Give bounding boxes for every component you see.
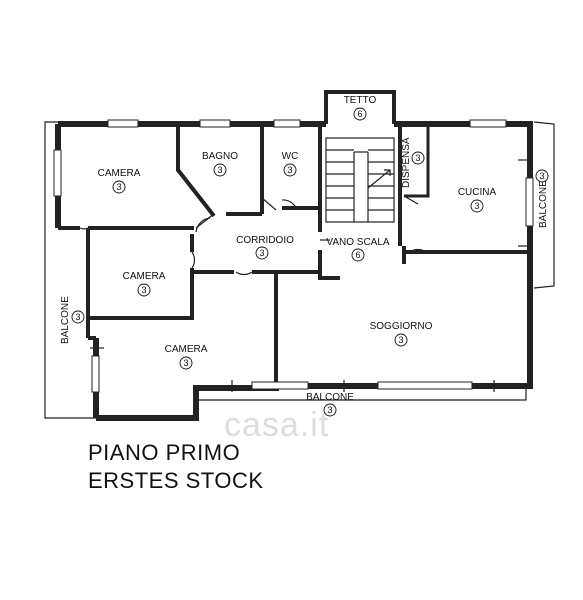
floor-title-italian: PIANO PRIMO: [88, 440, 241, 465]
label-camera-3: CAMERA: [165, 344, 208, 355]
svg-text:3: 3: [398, 335, 403, 345]
label-dispensa: DISPENSA: [401, 137, 412, 188]
label-balcone-south: BALCONE: [306, 392, 354, 403]
interior-walls: [58, 124, 530, 386]
tetto-box: [324, 90, 396, 124]
svg-text:6: 6: [355, 250, 360, 260]
staircase: [325, 137, 395, 223]
svg-text:3: 3: [327, 405, 332, 415]
svg-text:3: 3: [539, 171, 544, 181]
svg-text:3: 3: [259, 248, 264, 258]
label-balcone-west: BALCONE: [60, 296, 71, 344]
label-wc: WC: [282, 151, 299, 162]
svg-text:3: 3: [415, 153, 420, 163]
label-cucina: CUCINA: [458, 187, 497, 198]
svg-text:3: 3: [183, 358, 188, 368]
label-bagno: BAGNO: [202, 151, 238, 162]
room-labels: TETTO 6 CAMERA 3 BAGNO 3 WC 3 DISPENSA 3…: [60, 95, 549, 417]
door-swings: [79, 195, 427, 276]
floor-title-german: ERSTES STOCK: [88, 468, 264, 493]
label-corridoio: CORRIDOIO: [236, 235, 294, 246]
label-camera-2: CAMERA: [123, 271, 166, 282]
label-soggiorno: SOGGIORNO: [370, 321, 433, 332]
label-vano-scala: VANO SCALA: [326, 237, 389, 248]
label-balcone-east: BALCONE: [538, 180, 549, 228]
label-tetto: TETTO: [344, 95, 377, 106]
svg-text:3: 3: [116, 182, 121, 192]
windows: [53, 119, 534, 393]
svg-text:3: 3: [217, 165, 222, 175]
svg-text:3: 3: [287, 165, 292, 175]
tick-marks: [90, 159, 530, 392]
label-camera-1: CAMERA: [98, 168, 141, 179]
watermark: casa.it: [224, 406, 330, 444]
svg-text:3: 3: [141, 285, 146, 295]
svg-text:3: 3: [75, 312, 80, 322]
svg-text:6: 6: [357, 109, 362, 119]
svg-text:3: 3: [474, 201, 479, 211]
